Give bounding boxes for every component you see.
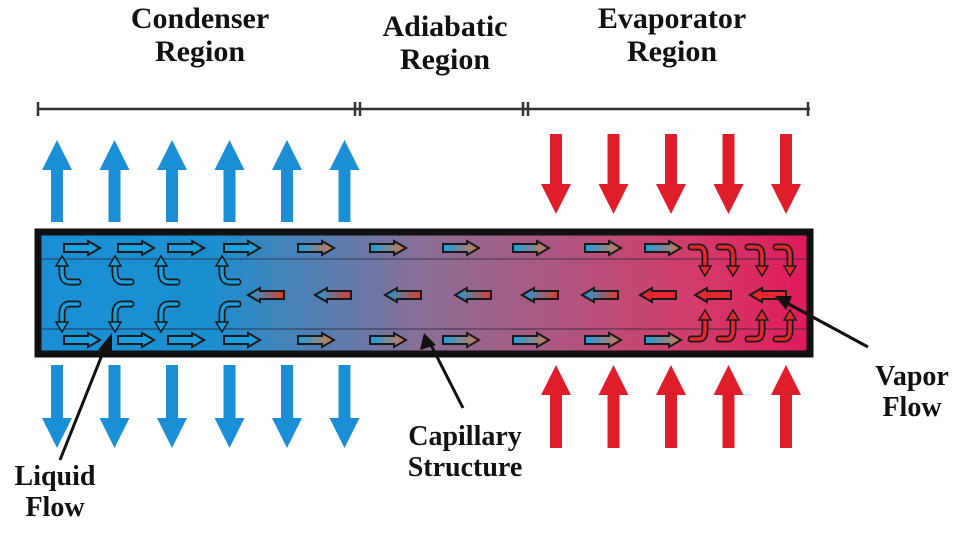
capillary-pointer-head <box>420 333 436 350</box>
liquid-flow-arrow-icon <box>117 331 156 349</box>
liquid-flow-arrow-icon <box>644 331 683 349</box>
evaporator-heat-in-arrow-icon <box>713 134 744 214</box>
condenser-heat-out-arrow-icon <box>329 140 360 222</box>
evaporator-heat-in-arrow-icon <box>656 365 686 448</box>
liquid-flow-pointer <box>58 344 108 461</box>
turn-arrow-head-icon <box>214 321 230 334</box>
condenser-heat-out-arrow-icon <box>272 365 302 448</box>
capillary-structure-label: Capillary Structure <box>407 421 523 483</box>
capillary-wick-lines <box>42 258 806 330</box>
turn-arrow-head-icon <box>725 308 741 321</box>
liquid-flow-arrow-icon <box>63 239 102 257</box>
vapor-flow-label: Vapor Flow <box>875 361 949 423</box>
condenser-heat-out-arrow-icon <box>42 140 72 222</box>
vapor-flow-pointer <box>784 300 869 349</box>
turn-arrow-head-icon <box>782 308 798 321</box>
turn-arrow-head-icon <box>697 265 713 278</box>
liquid-flow-arrow-icon <box>512 331 551 349</box>
liquid-flow-pointer-head <box>98 333 112 352</box>
condenser-heat-out-arrow-icon <box>99 140 130 222</box>
condensation-turn-arrow-icon <box>159 302 179 324</box>
condensation-turn-arrow-icon <box>60 302 80 324</box>
liquid-flow-arrow-icon <box>584 331 623 349</box>
vapor-flow-arrow-icon <box>693 286 732 304</box>
evaporation-turn-arrow-icon <box>746 318 764 341</box>
vapor-flow-arrow-icon <box>453 286 492 304</box>
turn-arrow-head-icon <box>153 321 169 334</box>
condenser-heat-out-arrow-icon <box>214 365 245 448</box>
condenser-heat-out-arrow-icon <box>157 365 187 448</box>
region-dimension-line <box>36 102 810 116</box>
liquid-flow-arrow-icon <box>167 331 206 349</box>
turn-arrow-head-icon <box>107 321 123 334</box>
flow-arrows <box>54 239 798 349</box>
condensation-turn-arrow-icon <box>220 302 240 324</box>
turn-arrow-head-icon <box>754 265 770 278</box>
evaporation-turn-arrow-icon <box>689 318 707 341</box>
condensation-turn-arrow-icon <box>60 264 80 284</box>
condenser-heat-out-arrow-icon <box>272 140 302 222</box>
turn-arrow-head-icon <box>54 321 70 334</box>
evaporator-heat-in-arrow-icon <box>541 365 571 448</box>
evaporator-heat-in-arrow-icon <box>713 365 744 448</box>
condensation-turn-arrow-icon <box>113 264 133 284</box>
evaporator-heat-in-arrow-icon <box>771 365 801 448</box>
condenser-heat-out-arrow-icon <box>99 365 130 448</box>
vapor-flow-arrow-icon <box>580 286 619 304</box>
turn-arrow-head-icon <box>697 308 713 321</box>
evaporation-turn-arrow-icon <box>774 318 792 341</box>
evaporation-turn-arrow-icon <box>746 245 764 268</box>
turn-arrow-head-icon <box>754 308 770 321</box>
liquid-flow-arrow-icon <box>442 239 481 257</box>
turn-arrow-head-icon <box>725 265 741 278</box>
evaporation-turn-arrow-icon <box>717 318 735 341</box>
evaporation-turn-arrow-icon <box>717 245 735 268</box>
condenser-heat-out-arrow-icon <box>329 365 360 448</box>
liquid-flow-arrow-icon <box>369 331 408 349</box>
liquid-flow-arrow-icon <box>584 239 623 257</box>
liquid-flow-arrow-icon <box>644 239 683 257</box>
liquid-flow-arrow-icon <box>297 239 336 257</box>
liquid-flow-label: Liquid Flow <box>14 461 96 523</box>
turn-arrow-head-icon <box>214 254 230 267</box>
liquid-flow-arrow-icon <box>117 239 156 257</box>
vapor-flow-arrow-icon <box>638 286 677 304</box>
vapor-flow-pointer-head <box>775 296 792 310</box>
condensation-turn-arrow-icon <box>220 264 240 284</box>
evaporator-region-label: Evaporator Region <box>597 2 747 68</box>
heat-arrows <box>42 134 801 448</box>
liquid-flow-arrow-icon <box>442 331 481 349</box>
vapor-flow-arrow-icon <box>313 286 352 304</box>
adiabatic-region-label: Adiabatic Region <box>382 10 508 76</box>
evaporator-heat-in-arrow-icon <box>598 365 629 448</box>
liquid-flow-arrow-icon <box>63 331 102 349</box>
turn-arrow-head-icon <box>107 254 123 267</box>
evaporator-heat-in-arrow-icon <box>541 134 571 214</box>
liquid-flow-arrow-icon <box>167 239 206 257</box>
capillary-pointer <box>428 342 465 409</box>
turn-arrow-head-icon <box>153 254 169 267</box>
liquid-flow-arrow-icon <box>223 239 262 257</box>
condensation-turn-arrow-icon <box>113 302 133 324</box>
condenser-region-label: Condenser Region <box>130 2 270 68</box>
condenser-heat-out-arrow-icon <box>42 365 72 448</box>
evaporation-turn-arrow-icon <box>689 245 707 268</box>
turn-arrow-head-icon <box>782 265 798 278</box>
vapor-flow-arrow-icon <box>520 286 559 304</box>
vapor-flow-arrow-icon <box>383 286 422 304</box>
condenser-heat-out-arrow-icon <box>157 140 187 222</box>
evaporator-heat-in-arrow-icon <box>656 134 686 214</box>
vapor-flow-arrow-icon <box>246 286 285 304</box>
liquid-flow-arrow-icon <box>512 239 551 257</box>
pointer-lines <box>58 300 869 461</box>
liquid-flow-arrow-icon <box>369 239 408 257</box>
evaporator-heat-in-arrow-icon <box>771 134 801 214</box>
evaporation-turn-arrow-icon <box>774 245 792 268</box>
condenser-heat-out-arrow-icon <box>214 140 245 222</box>
turn-arrow-head-icon <box>54 254 70 267</box>
liquid-flow-arrow-icon <box>297 331 336 349</box>
evaporator-heat-in-arrow-icon <box>598 134 629 214</box>
condensation-turn-arrow-icon <box>159 264 179 284</box>
liquid-flow-arrow-icon <box>223 331 262 349</box>
